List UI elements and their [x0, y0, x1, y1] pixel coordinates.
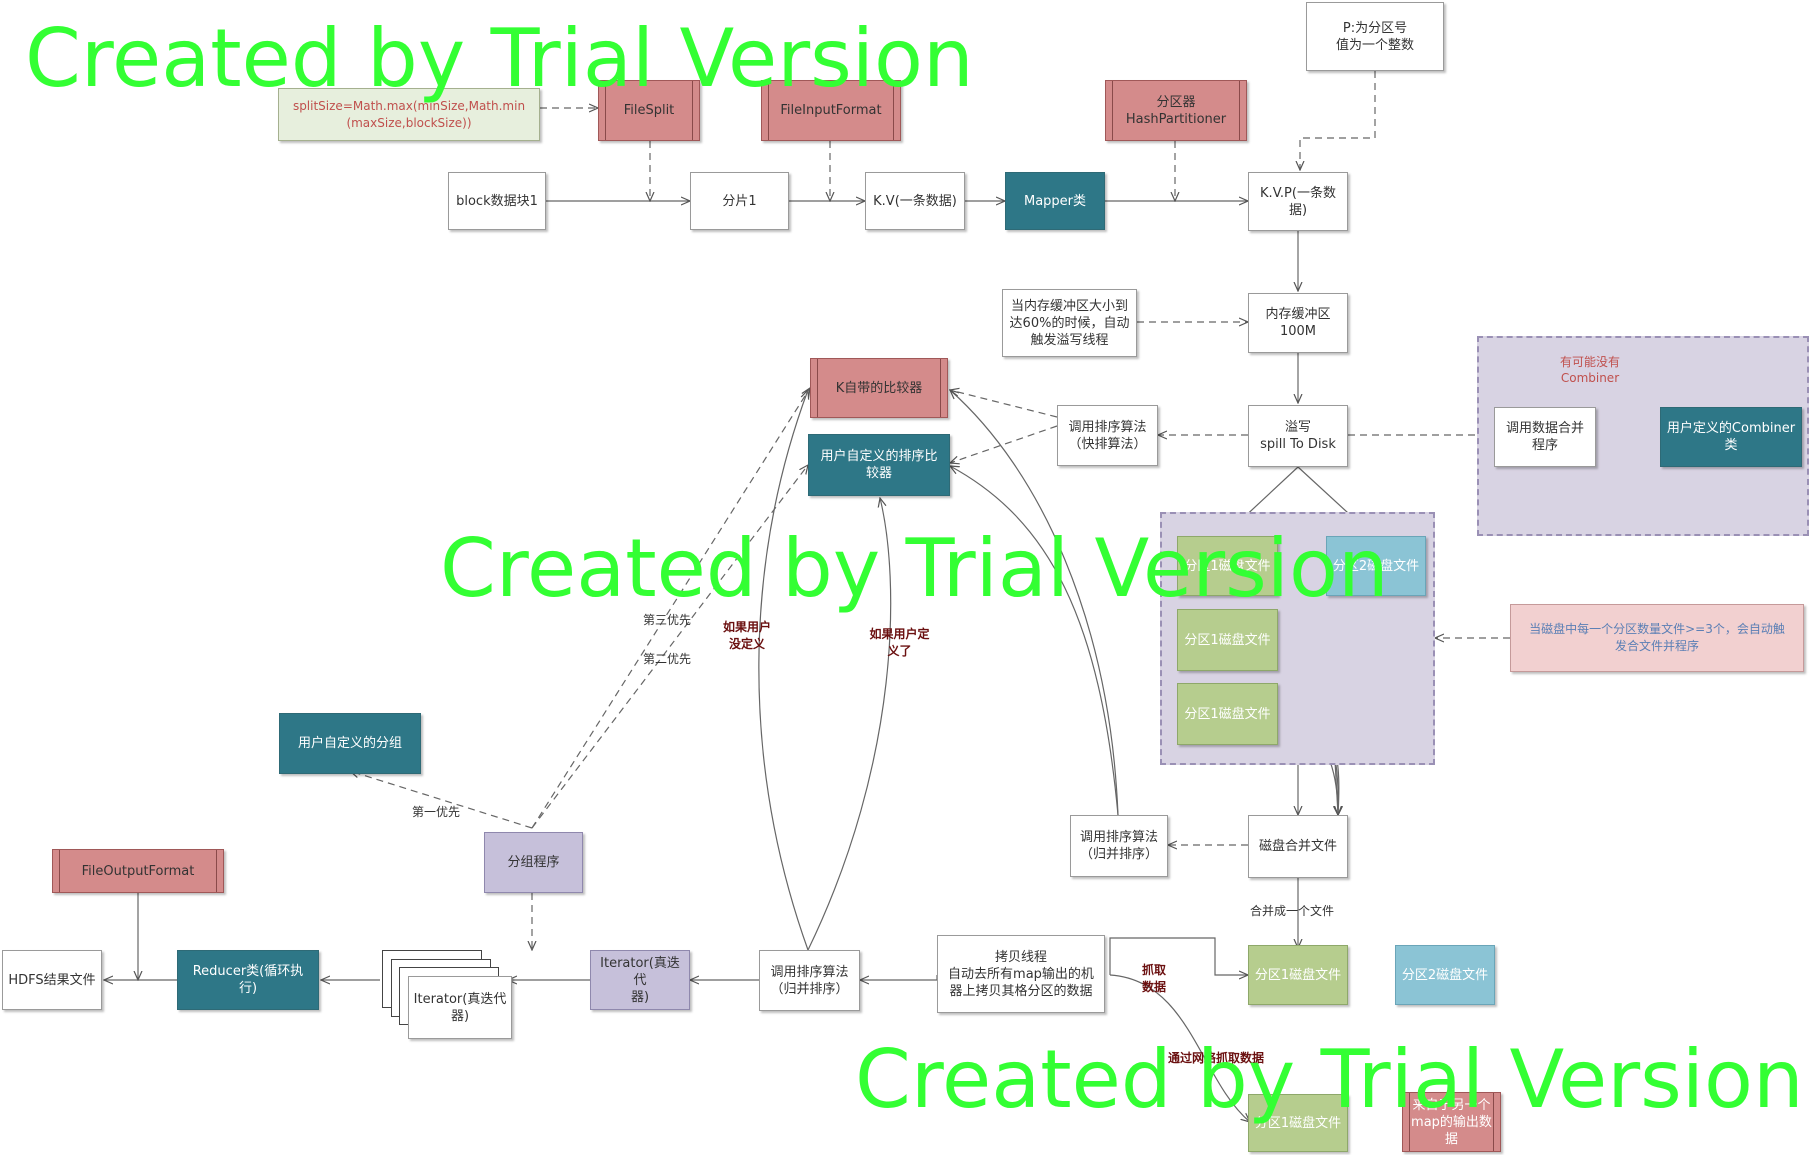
partitioner-node: 分区器 HashPartitioner [1105, 80, 1247, 141]
third-priority-label: 第三优先 [643, 613, 692, 627]
arrow-top-sort-to-user [950, 466, 1119, 816]
spill-disk-file-2: 分区2磁盘文件 [1326, 536, 1426, 596]
arrow-grouping-to-k [531, 388, 810, 829]
merged-disk-file-2: 分区2磁盘文件 [1395, 945, 1495, 1005]
fetch-data-label: 抓取 数据 [1141, 963, 1166, 994]
split-size-note: splitSize=Math.max(minSize,Math.min (max… [278, 88, 540, 141]
arrow-grouping-to-user [531, 465, 808, 829]
copy-thread-node: 拷贝线程 自动去所有map输出的机 器上拷贝其格分区的数据 [937, 935, 1105, 1013]
kvp-node: K.V.P(一条数 据) [1248, 172, 1348, 231]
spill-disk-file-1a: 分区1磁盘文件 [1177, 536, 1278, 596]
k-comparator-node: K自带的比较器 [810, 358, 948, 418]
arrow-quicksort-to-k [950, 390, 1058, 418]
file-output-format-node: FileOutputFormat [52, 849, 224, 893]
user-defined-label: 如果用户定 义了 [869, 627, 930, 658]
merge-sort-bottom-node: 调用排序算法 （归并排序） [759, 950, 860, 1011]
user-combiner-node: 用户定义的Combiner 类 [1660, 407, 1802, 467]
split1-node: 分片1 [690, 172, 789, 230]
first-priority-label: 第一优先 [412, 805, 461, 819]
arrow-top-sort-to-k [950, 390, 1119, 816]
hdfs-result-node: HDFS结果文件 [2, 950, 102, 1010]
quick-sort-node: 调用排序算法 （快排算法） [1057, 405, 1158, 466]
arrow-copy-to-merged [1109, 937, 1248, 975]
merged-disk-file-1: 分区1磁盘文件 [1248, 945, 1348, 1005]
other-map-output-node: 来自于另一个 map的输出数 据 [1402, 1092, 1501, 1152]
file-split-node: FileSplit [598, 80, 700, 141]
user-not-defined-label: 如果用户 没定义 [722, 620, 771, 651]
merge-trigger-note: 当磁盘中每一个分区数量文件>=3个，会自动触 发合文件并程序 [1510, 604, 1804, 672]
grouping-program-node: 分组程序 [484, 832, 583, 893]
user-grouping-node: 用户自定义的分组 [279, 713, 421, 774]
second-priority-label: 第二优先 [643, 652, 692, 666]
merge-sort-top-node: 调用排序算法 （归并排序） [1070, 815, 1168, 877]
partition-number-note: P:为分区号 值为一个整数 [1306, 2, 1444, 71]
memory-buffer-node: 内存缓冲区 100M [1248, 293, 1348, 353]
network-fetch-label: 通过网络抓取数据 [1168, 1051, 1265, 1065]
mapper-node: Mapper类 [1005, 172, 1105, 230]
buffer-threshold-note: 当内存缓冲区大小到 达60%的时候，自动 触发溢写线程 [1002, 289, 1137, 357]
spill-node: 溢写 spill To Disk [1248, 405, 1348, 467]
disk-merge-node: 磁盘合并文件 [1248, 815, 1348, 878]
iterator-node: Iterator(真迭代 器) [590, 950, 690, 1010]
arrow-network-fetch [1109, 974, 1250, 1122]
block-node: block数据块1 [448, 172, 546, 230]
arrow-pnote-to-kvp [1300, 71, 1376, 170]
spill-disk-file-1c: 分区1磁盘文件 [1177, 683, 1278, 745]
file-input-format-node: FileInputFormat [761, 80, 901, 141]
maybe-no-combiner-label: 有可能没有 Combiner [1559, 355, 1620, 385]
arrow-sort-to-k-comparator [758, 390, 808, 951]
reducer-node: Reducer类(循环执 行) [177, 950, 319, 1010]
spill-disk-file-1b: 分区1磁盘文件 [1177, 609, 1278, 671]
arrow-sort-to-user-comparator [807, 498, 892, 951]
merge-into-one-label: 合并成一个文件 [1250, 904, 1335, 918]
iterator-stack-front: Iterator(真迭代 器) [408, 976, 512, 1039]
bottom-disk-file-1: 分区1磁盘文件 [1248, 1094, 1348, 1152]
user-sort-comparator-node: 用户自定义的排序比 较器 [808, 434, 950, 496]
arrow-quicksort-to-user [950, 425, 1058, 463]
kv-node: K.V(一条数据) [865, 172, 965, 230]
combine-program-node: 调用数据合并 程序 [1494, 407, 1596, 467]
arrow-copy-to-sort [860, 975, 938, 980]
arrow-grouping-to-usergroup [350, 771, 533, 829]
